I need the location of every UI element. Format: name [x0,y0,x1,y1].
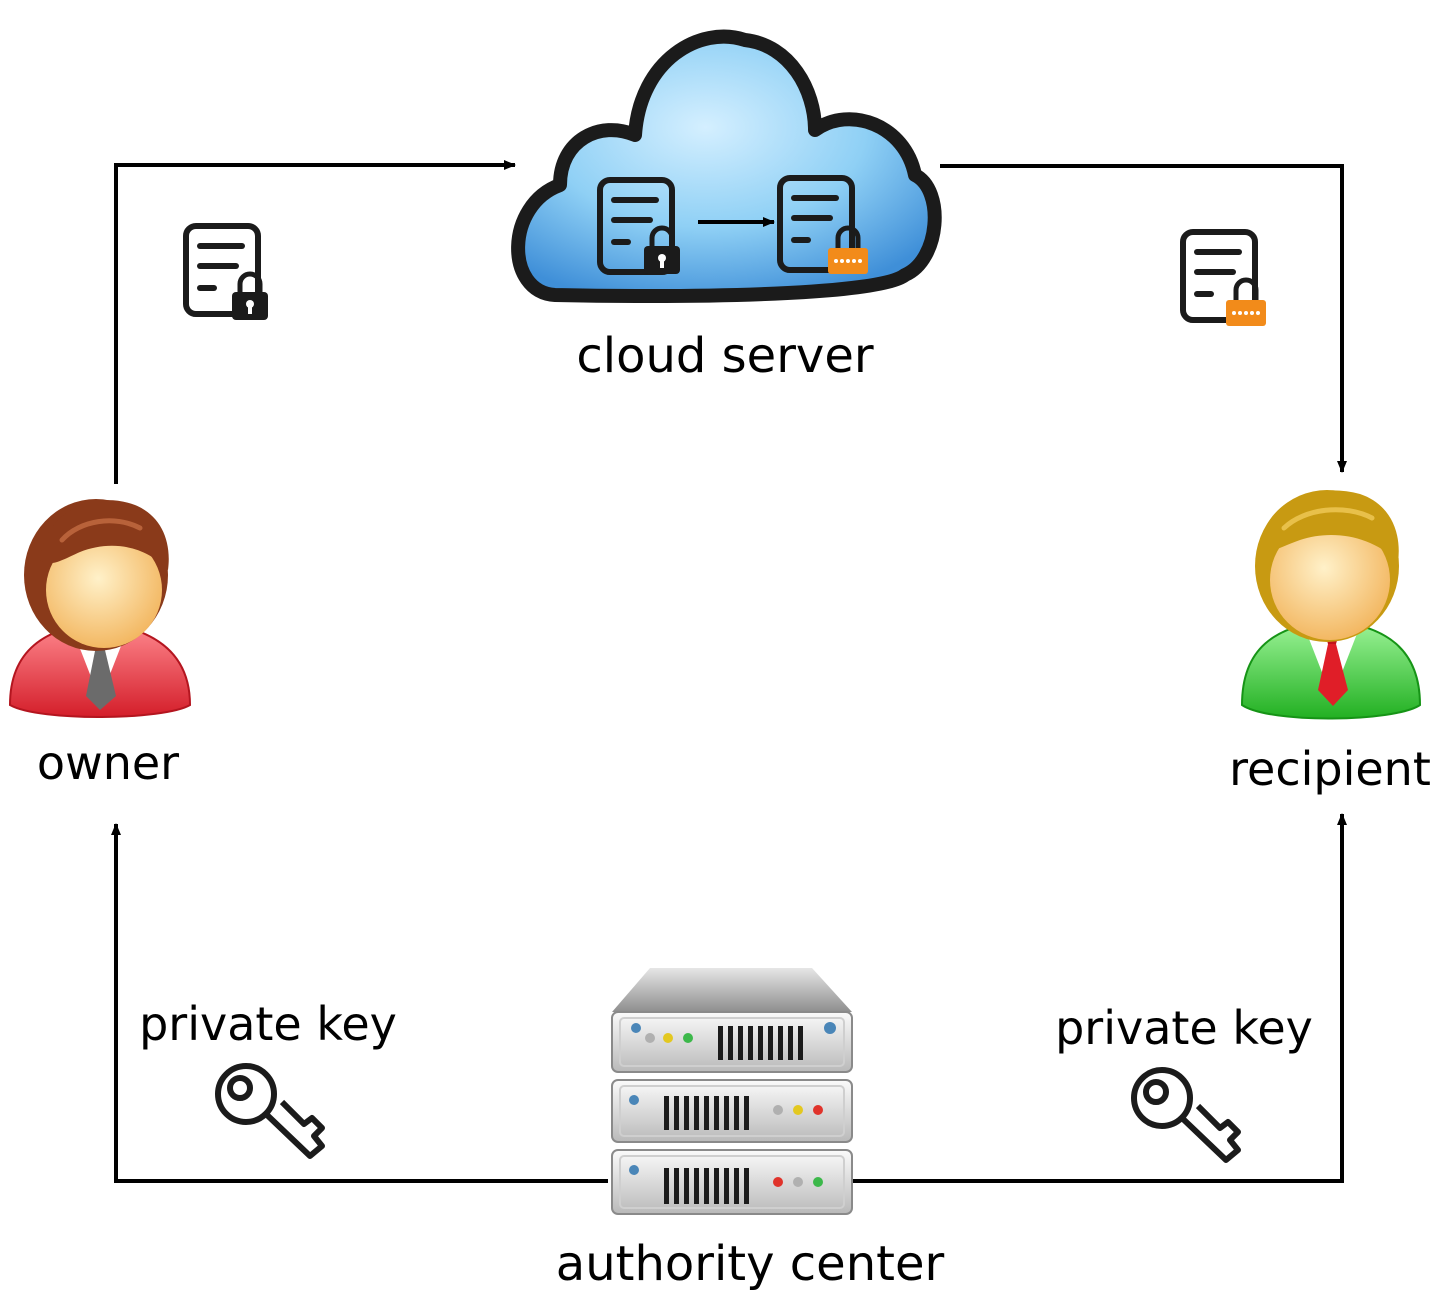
recipient-private-key-label: private key [1055,1001,1313,1055]
edge-cloud-to-recipient [940,164,1347,473]
owner-private-key-label: private key [139,997,397,1051]
recipient-key-icon [1131,1067,1241,1163]
edge-authority-to-owner [111,823,608,1183]
reencrypted-document-icon [777,175,868,274]
edge-owner-to-cloud [114,160,516,484]
recipient-label: recipient [1229,742,1431,796]
encrypted-file-icon [183,223,268,320]
authority-center-label: authority center [556,1236,945,1292]
connectors [111,160,1347,1183]
encrypted-document-icon [597,177,680,275]
owner-label: owner [37,736,179,790]
cloud-icon [511,29,942,303]
cloud-server-label: cloud server [576,328,873,384]
server-rack-icon [611,968,853,1215]
owner-avatar-icon [8,499,192,718]
owner-key-icon [215,1063,325,1159]
recipient-avatar-icon [1240,490,1422,720]
reencrypted-file-icon [1180,229,1266,326]
edge-authority-to-recipient [850,813,1347,1183]
